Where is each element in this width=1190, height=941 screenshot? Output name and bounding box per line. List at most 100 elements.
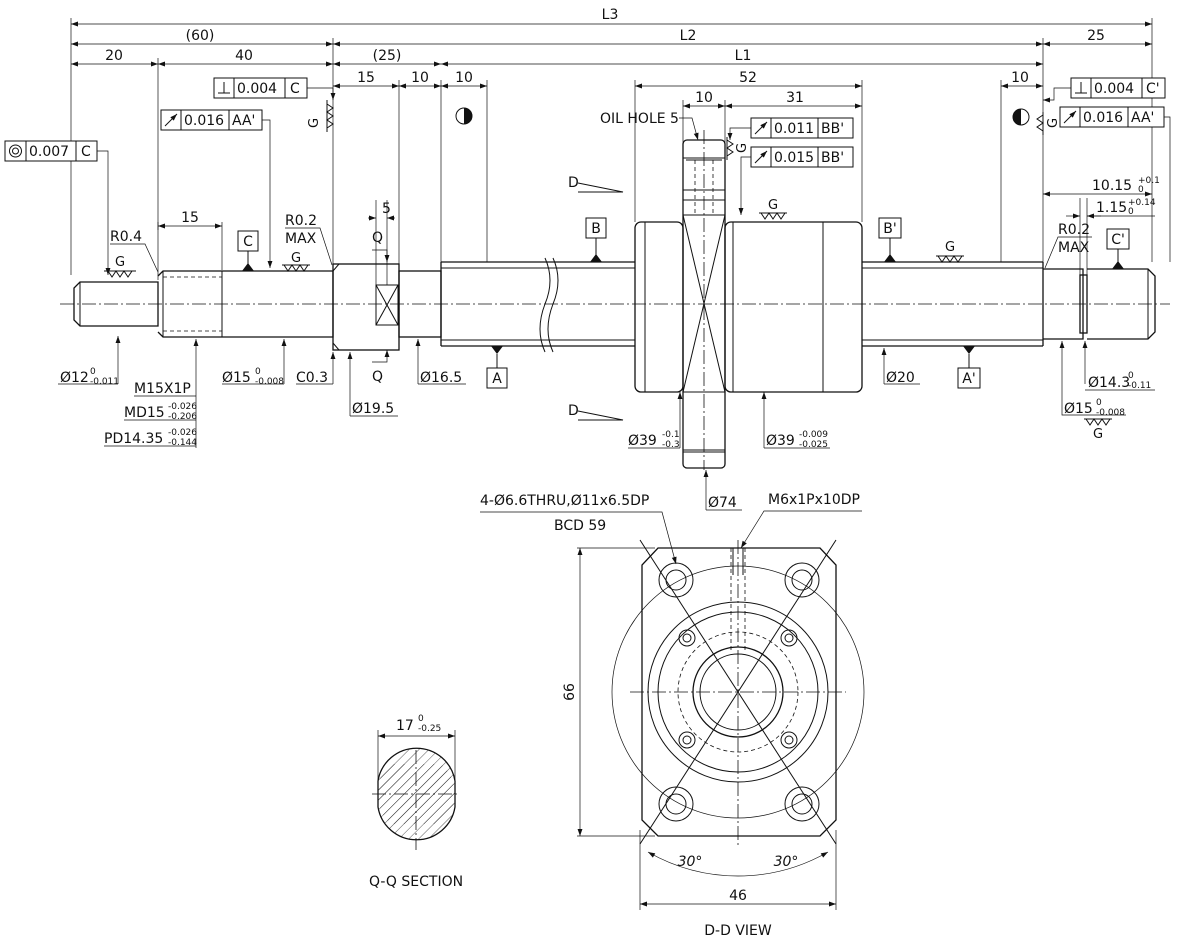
small-hole [780, 629, 798, 647]
dia39a: Ø39 [628, 433, 657, 449]
dia20: Ø20 [886, 370, 915, 386]
top-labels: OIL HOLE 5 R0.4 R0.2 MAX 15 5 Q Q D D R0… [110, 111, 1160, 421]
dim-1015: 10.15 [1092, 178, 1132, 194]
datum-c: C [243, 234, 253, 250]
small-hole [678, 629, 696, 647]
dia143-up: 0 [1128, 371, 1134, 381]
dim-40: 40 [235, 48, 253, 64]
dim-52: 52 [739, 70, 757, 86]
datum-a-prime: A' [962, 371, 975, 387]
g-mark: G [115, 255, 125, 270]
dim-10-d: 10 [1011, 70, 1029, 86]
qq-section: 17 0 -0.25 Q-Q SECTION [369, 714, 463, 890]
dia12: Ø12 [60, 370, 89, 386]
angle-30-right: 30° [774, 854, 799, 870]
r02-right-l2: MAX [1058, 240, 1090, 256]
dim-46: 46 [729, 888, 747, 904]
small-hole [678, 731, 696, 749]
dia165: Ø16.5 [420, 370, 462, 386]
tolerance-frames: 0.007 C 0.004 C 0.016 AA' [4, 77, 1171, 275]
dia143: Ø14.3 [1088, 375, 1130, 391]
run4-value: 0.016 [1083, 110, 1123, 126]
dim-5: 5 [382, 201, 391, 217]
tap-note: M6x1Px10DP [768, 492, 860, 508]
bolt-hole [784, 786, 820, 822]
q-top: Q [372, 230, 383, 246]
qq-width-lo: -0.25 [418, 724, 441, 734]
heat-treat-marks [455, 107, 1030, 126]
top-dimensions: L3 (60) L2 25 20 40 (25) L1 15 10 10 52 … [70, 7, 1153, 280]
perp2-datum: C' [1146, 81, 1160, 97]
dia39b: Ø39 [766, 433, 795, 449]
dim-66: 66 [562, 683, 578, 701]
dim-10-b: 10 [455, 70, 473, 86]
bottom-dimensions: Ø12 0 -0.011 M15X1P MD15 -0.026 -0.206 P… [58, 336, 1155, 511]
qq-width: 17 [396, 718, 414, 734]
dia15: Ø15 [222, 370, 251, 386]
runout-frame-bb2: 0.015 BB' [738, 146, 854, 215]
dia39a-lo: -0.3 [662, 440, 680, 450]
dia195: Ø19.5 [352, 401, 394, 417]
r02-right-l1: R0.2 [1058, 222, 1090, 238]
small-hole [780, 731, 798, 749]
run1-datum: AA' [232, 113, 255, 129]
dim-l1: L1 [735, 48, 752, 64]
conc-value: 0.007 [29, 144, 69, 160]
dim-115-tol-up: +0.14 [1128, 198, 1156, 208]
datum-a: A [492, 371, 502, 387]
dia39b-lo: -0.025 [799, 440, 828, 450]
g-mark: G [768, 198, 778, 213]
qq-width-up: 0 [418, 714, 424, 724]
run3-datum: BB' [821, 150, 844, 166]
ball-screw-shaft [60, 130, 1170, 470]
dim-10-c: 10 [695, 90, 713, 106]
run2-value: 0.011 [774, 121, 814, 137]
dia15-up: 0 [255, 367, 261, 377]
dia12-lo: -0.011 [90, 377, 119, 387]
dim-25-paren: (25) [373, 48, 402, 64]
dim-115: 1.15 [1096, 200, 1127, 216]
oil-hole-label: OIL HOLE 5 [600, 111, 679, 127]
dia74: Ø74 [708, 495, 737, 511]
dim-l2: L2 [680, 28, 697, 44]
perp1-datum: C [290, 81, 300, 97]
run2-datum: BB' [821, 121, 844, 137]
dim-115-tol-lo: 0 [1128, 207, 1134, 217]
perpendicular-icon [1075, 82, 1087, 94]
runout-frame-left: 0.016 AA' [160, 109, 273, 268]
pd-up: -0.026 [168, 428, 197, 438]
dim-10-a: 10 [411, 70, 429, 86]
perpendicular-icon [218, 82, 230, 94]
concentricity-icon [9, 144, 22, 158]
dd-view: 4-Ø6.6THRU,Ø11x6.5DP BCD 59 M6x1Px10DP 6… [480, 492, 865, 939]
angle-30-left: 30° [678, 854, 703, 870]
datum-c-prime: C' [1111, 232, 1125, 248]
dia15-lo: -0.008 [255, 377, 284, 387]
run4-datum: AA' [1131, 110, 1154, 126]
runout-frame-right: 0.016 AA' [1059, 106, 1171, 262]
pd1435: PD14.35 [104, 431, 163, 447]
datum-b-prime: B' [883, 221, 896, 237]
dim-25-right: 25 [1087, 28, 1105, 44]
perp2-value: 0.004 [1094, 81, 1134, 97]
perpendicularity-frame-right: 0.004 C' [1043, 77, 1166, 103]
md15: MD15 [124, 405, 165, 421]
d-top: D [568, 175, 579, 191]
dim-1015-tol-lo: 0 [1138, 185, 1144, 195]
m15x1p: M15X1P [134, 381, 191, 397]
dia12-up: 0 [90, 367, 96, 377]
r02-left-l2: MAX [285, 231, 317, 247]
bolt-hole [658, 562, 694, 598]
pd-lo: -0.144 [168, 438, 197, 448]
r02-left-l1: R0.2 [285, 213, 317, 229]
dia15r-lo: -0.008 [1096, 408, 1125, 418]
r04-label: R0.4 [110, 229, 142, 245]
dia143-lo: -0.11 [1128, 381, 1151, 391]
dim-60: (60) [186, 28, 215, 44]
dia15r-up: 0 [1096, 398, 1102, 408]
dim-20: 20 [105, 48, 123, 64]
c03: C0.3 [296, 370, 328, 386]
runout-frame-bb1: 0.011 BB' [727, 117, 854, 140]
md15-lo: -0.206 [168, 412, 197, 422]
